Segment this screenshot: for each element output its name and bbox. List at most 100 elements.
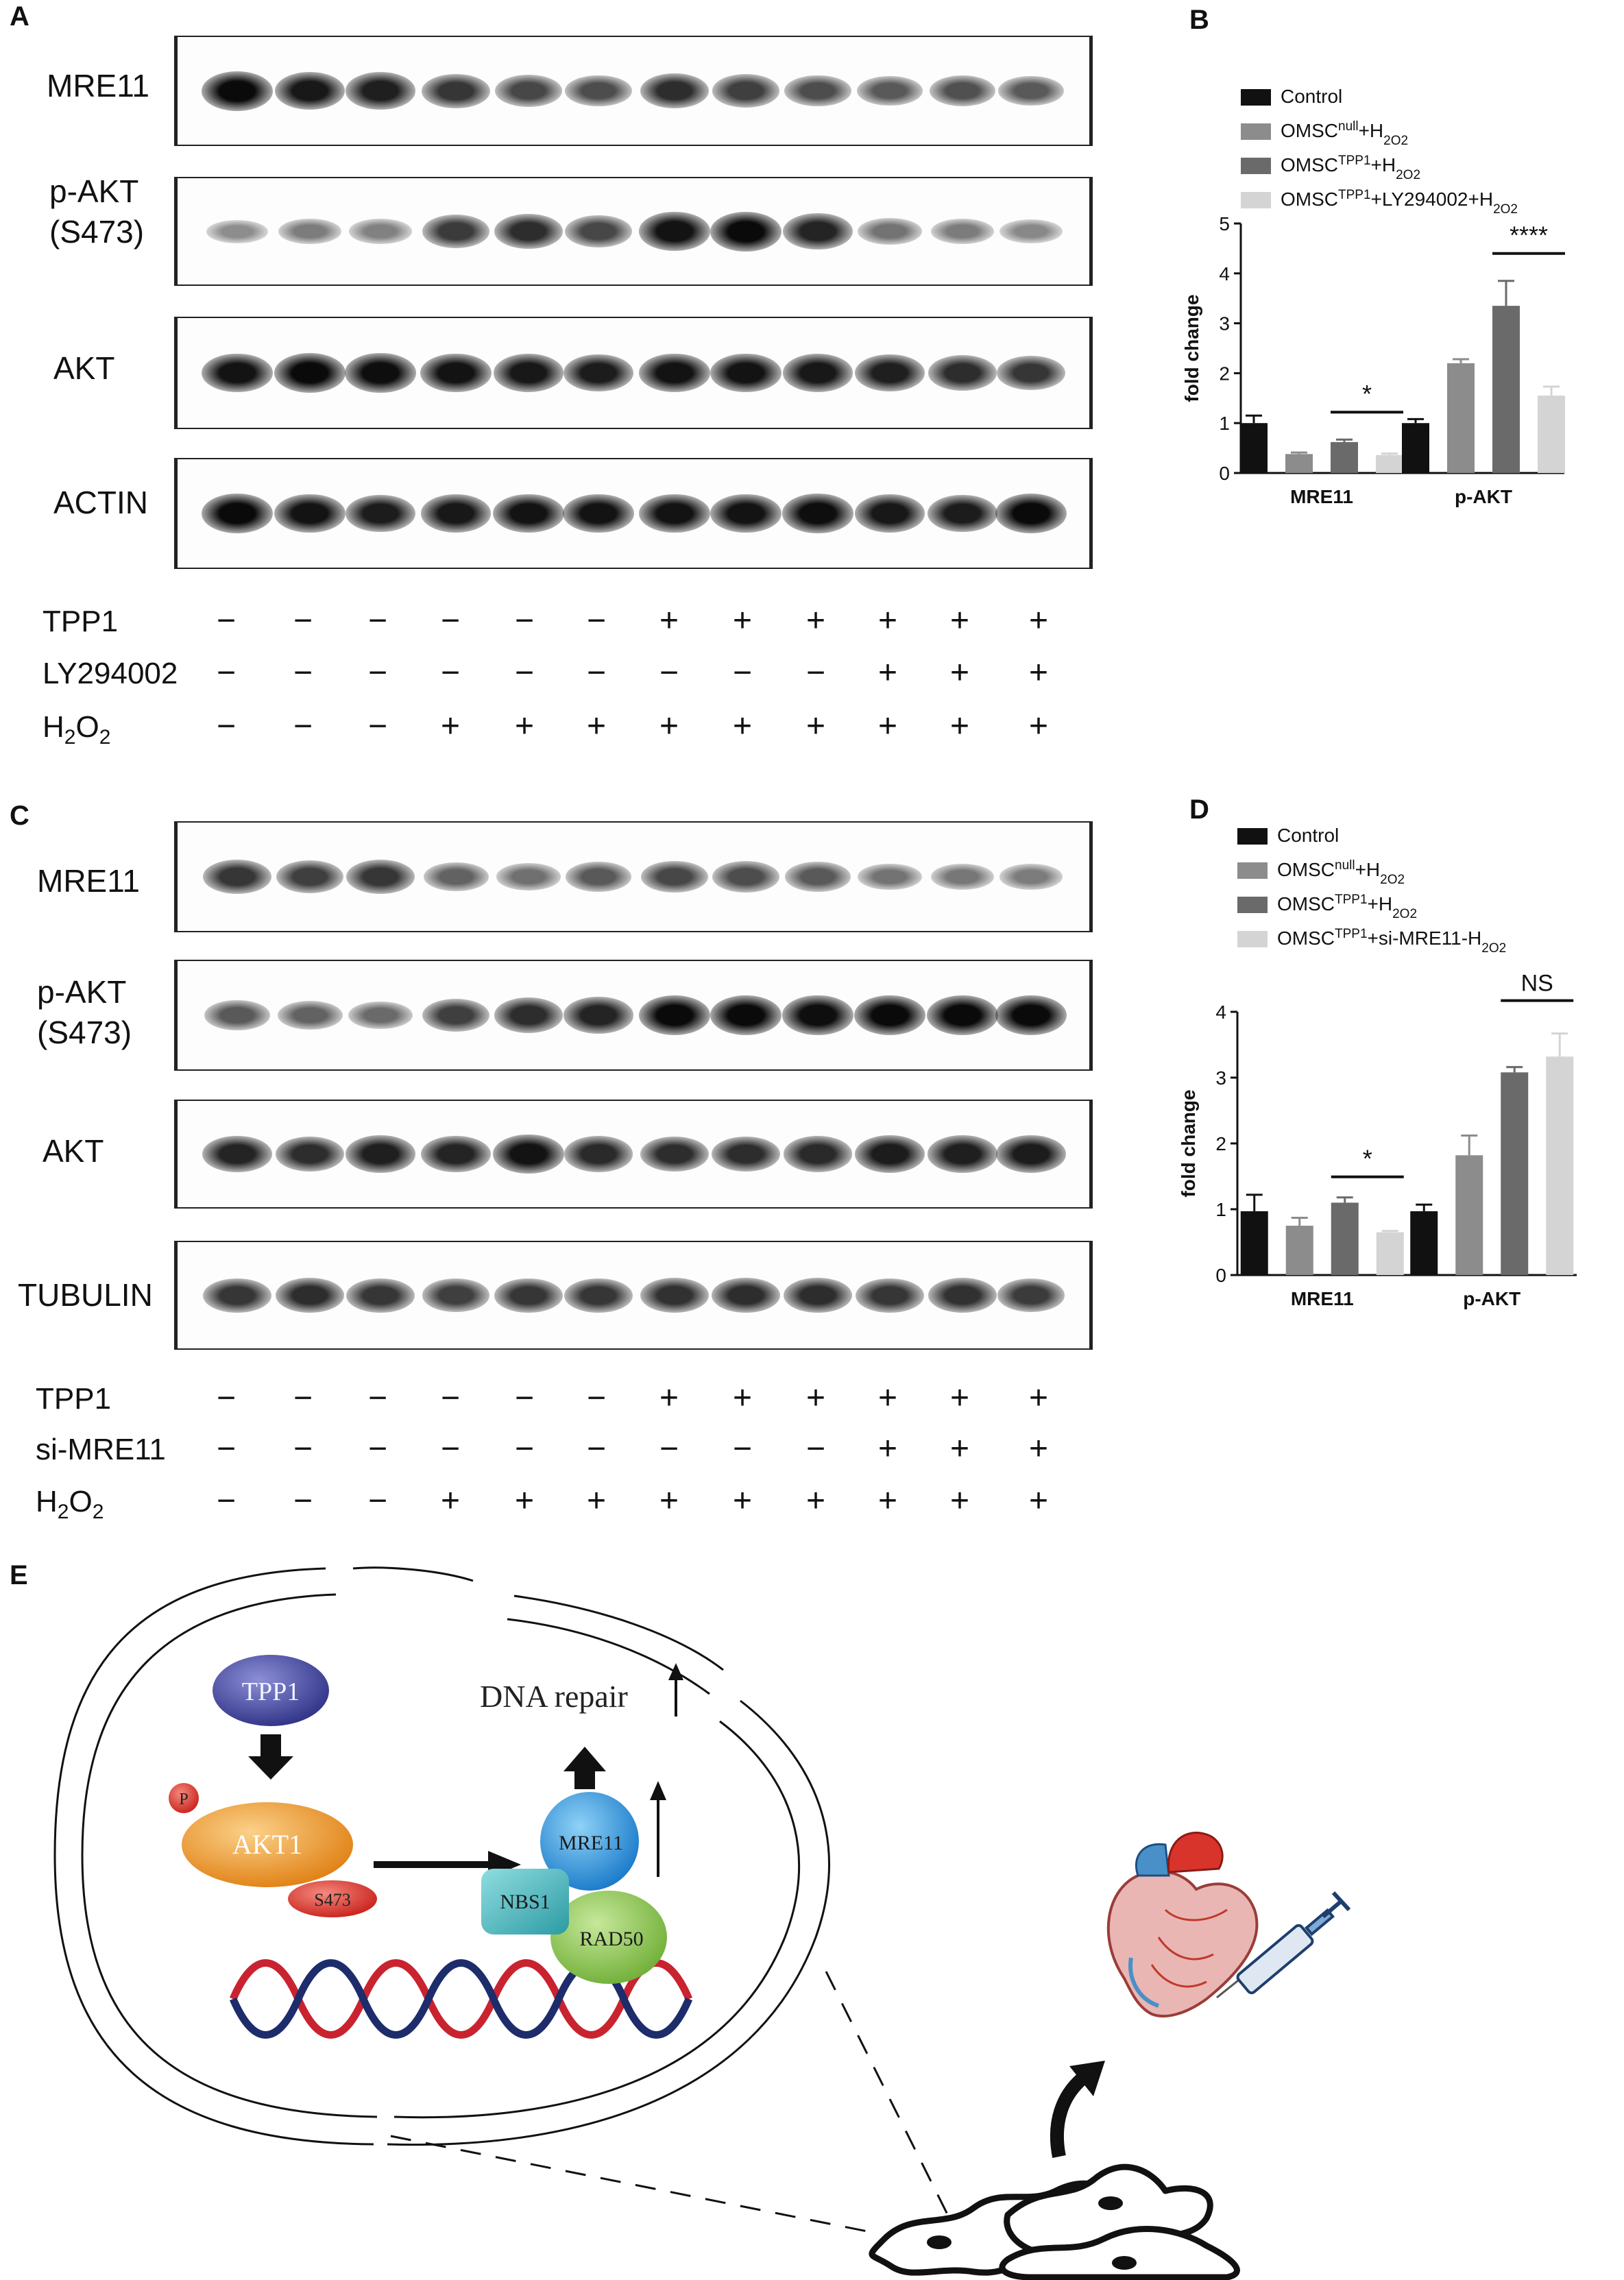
- akt1-label: AKT1: [232, 1829, 302, 1860]
- legend-label: OMSCTPP1+H2O2: [1277, 893, 1417, 921]
- dna-repair-label: DNA repair: [480, 1679, 628, 1714]
- blot-band: [493, 1135, 564, 1174]
- dna-repair-up-arrow-icon: [668, 1663, 683, 1717]
- legend-swatch: [1241, 89, 1271, 106]
- legend-swatch: [1237, 897, 1268, 913]
- condition-sign: +: [877, 655, 898, 691]
- blot-band: [203, 860, 271, 894]
- mre11-node: MRE11: [540, 1792, 639, 1891]
- condition-sign: +: [514, 1483, 535, 1519]
- blot-band: [927, 995, 998, 1035]
- legend-swatch: [1241, 158, 1271, 174]
- y-tick-label: 0: [1215, 1265, 1226, 1286]
- condition-sign: +: [659, 708, 679, 744]
- blot-band: [346, 72, 415, 110]
- phospho-node: P: [169, 1783, 199, 1813]
- blot-band: [349, 219, 412, 244]
- zoom-lines: [390, 1971, 961, 2240]
- blot-band: [929, 75, 996, 107]
- condition-sign: −: [293, 1483, 313, 1519]
- blot-label-line1: AKT: [53, 350, 115, 386]
- condition-sign: −: [216, 1483, 237, 1519]
- condition-sign: +: [659, 603, 679, 639]
- blot-band: [278, 218, 342, 245]
- blot-band: [563, 494, 634, 533]
- y-tick-label: 4: [1219, 263, 1230, 284]
- blot-band: [854, 1135, 925, 1173]
- panel-letter-c: C: [10, 801, 29, 831]
- condition-sign: +: [949, 1431, 970, 1467]
- blot-band: [494, 1278, 563, 1313]
- x-tick-label: MRE11: [1290, 486, 1353, 507]
- blot-band: [641, 860, 708, 893]
- blot-band: [857, 75, 923, 106]
- blot-band: [495, 75, 562, 107]
- blot-band: [274, 353, 346, 393]
- syringe-icon: [1216, 1891, 1351, 1999]
- condition-sign: +: [877, 1431, 898, 1467]
- blot-band: [274, 494, 346, 533]
- significance-label: NS: [1521, 971, 1553, 997]
- bar: [1240, 423, 1268, 473]
- blot-label-line2: (S473): [49, 213, 145, 250]
- blot-label-line1: p-AKT: [49, 173, 139, 209]
- condition-sign: −: [805, 1431, 826, 1467]
- y-axis-label: fold change: [1178, 1089, 1199, 1197]
- blot-band: [493, 354, 564, 392]
- condition-sign: −: [367, 1431, 388, 1467]
- blot-band: [563, 354, 634, 392]
- bar: [1538, 396, 1565, 473]
- condition-sign: −: [440, 1431, 461, 1467]
- blot-band: [348, 1001, 413, 1030]
- condition-sign: +: [586, 708, 607, 744]
- condition-sign: +: [586, 1483, 607, 1519]
- blot-band: [420, 353, 492, 393]
- x-tick-label: p-AKT: [1455, 486, 1512, 507]
- bar: [1410, 1211, 1438, 1275]
- blot-band: [202, 353, 273, 393]
- blot-band: [783, 1277, 853, 1313]
- legend-label: OMSCTPP1+H2O2: [1281, 154, 1420, 182]
- blot-band: [639, 212, 710, 251]
- legend-swatch: [1237, 862, 1268, 879]
- chart-d: ControlOMSCnull+H2O2OMSCTPP1+H2O2OMSCTPP…: [1178, 795, 1577, 1309]
- y-axis-label: fold change: [1181, 294, 1202, 402]
- blot-label-a-mre11: MRE11: [47, 66, 149, 106]
- bar: [1546, 1056, 1574, 1275]
- blot-band: [858, 218, 922, 245]
- condition-sign: −: [216, 655, 237, 691]
- blot-band: [710, 995, 781, 1035]
- condition-label-tpp1: TPP1: [43, 605, 119, 638]
- blot-band: [998, 75, 1064, 106]
- condition-sign: +: [949, 708, 970, 744]
- blot-band: [420, 494, 492, 533]
- blot-label-line1: MRE11: [47, 68, 149, 104]
- s473-label: S473: [314, 1890, 350, 1910]
- blot-label-line1: AKT: [43, 1133, 104, 1169]
- blot-label-line1: MRE11: [37, 863, 140, 899]
- y-tick-label: 3: [1219, 313, 1230, 335]
- rad50-node: RAD50: [550, 1891, 667, 1984]
- blot-band: [422, 73, 490, 108]
- condition-sign: −: [367, 1483, 388, 1519]
- blot-band: [345, 494, 416, 533]
- blot-c-tubulin: [174, 1241, 1093, 1350]
- blot-band: [277, 1001, 343, 1030]
- y-tick-label: 4: [1215, 1002, 1226, 1023]
- cell-nuclei: [927, 2196, 1137, 2270]
- condition-sign: −: [216, 1431, 237, 1467]
- bar: [1285, 1226, 1313, 1275]
- condition-sign: −: [586, 1380, 607, 1416]
- blot-a-mre11: [174, 36, 1093, 146]
- blot-band: [927, 494, 998, 533]
- blot-label-line1: ACTIN: [53, 485, 148, 520]
- condition-sign: +: [877, 603, 898, 639]
- condition-sign: +: [732, 1483, 753, 1519]
- tpp1-node: TPP1: [213, 1655, 329, 1726]
- condition-sign: −: [732, 1431, 753, 1467]
- y-tick-label: 5: [1219, 213, 1230, 234]
- blot-band: [422, 1278, 490, 1312]
- condition-sign: −: [514, 1431, 535, 1467]
- blot-band: [639, 353, 710, 393]
- y-tick-label: 2: [1215, 1133, 1226, 1154]
